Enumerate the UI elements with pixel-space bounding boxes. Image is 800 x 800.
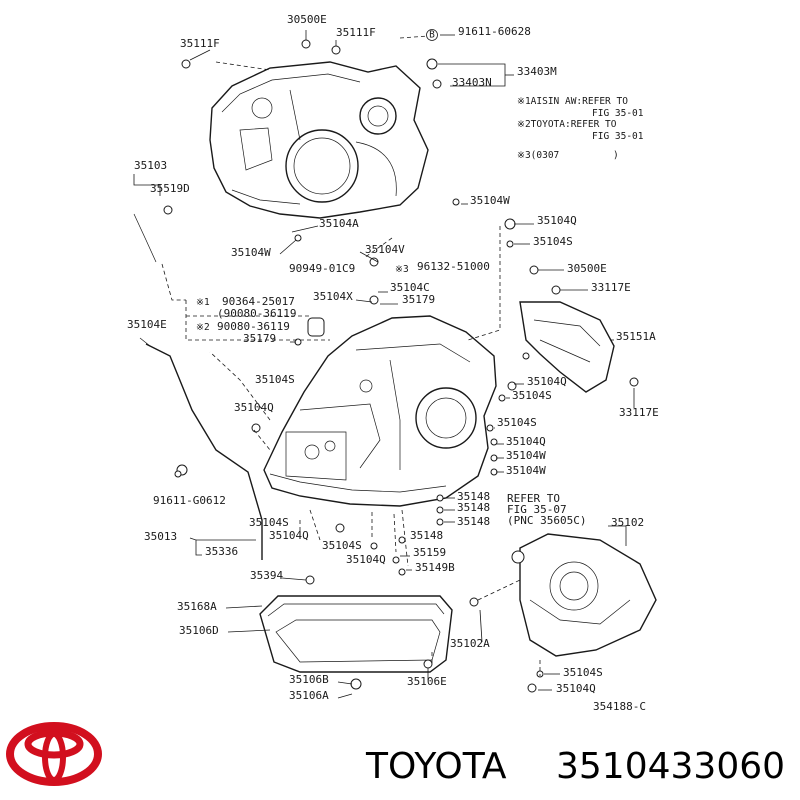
- callout-35104S_d: 35104S: [497, 416, 537, 429]
- callout-35104S_g: 35104S: [563, 666, 603, 679]
- note-n1a: ※1AISIN AW:REFER TO: [517, 96, 628, 107]
- note-n3: ※3(0307: [517, 150, 559, 161]
- callout-35148_d: 35148: [410, 529, 443, 542]
- callout-35104Q_f: 35104Q: [346, 553, 386, 566]
- callout-90080_a: (90080-36119: [217, 307, 296, 320]
- callout-35148_c: 35148: [457, 515, 490, 528]
- note-n1b: FIG 35-01: [592, 108, 644, 119]
- dipstick-tube: [133, 213, 263, 560]
- callout-90364: 90364-25017: [222, 295, 295, 308]
- callout-35104S_f: 35104S: [322, 539, 362, 552]
- callout-35159: 35159: [413, 546, 446, 559]
- callout-35111F_b: 35111F: [336, 26, 376, 39]
- fasteners: [163, 39, 639, 693]
- callout-35168A: 35168A: [177, 600, 217, 613]
- callout-35104E: 35104E: [127, 318, 167, 331]
- callout-35104Q_b: 35104Q: [527, 375, 567, 388]
- callout-35104Q_d: 35104Q: [506, 435, 546, 448]
- callout-35111F_a: 35111F: [180, 37, 220, 50]
- callout-35104W_c: 35104W: [506, 449, 546, 462]
- callout-35148_b: 35148: [457, 501, 490, 514]
- callout-35104V: 35104V: [365, 243, 405, 256]
- callout-35336: 35336: [205, 545, 238, 558]
- callout-35102A: 35102A: [450, 637, 490, 650]
- part-number-callouts: 35111F 30500E 35111F 91611-60628 33403M 33403…: [127, 13, 659, 713]
- callout-90949: 90949-01C9: [289, 262, 355, 275]
- part-number: 3510433060: [556, 746, 785, 787]
- note-n2b: FIG 35-01: [592, 131, 644, 142]
- note-markers: B ※1 ※2 ※3: [196, 30, 435, 334]
- toyota-logo-icon: [6, 722, 102, 786]
- callout-refer3: REFER TO: [507, 492, 560, 505]
- marker-b_marker: B: [429, 30, 435, 41]
- callout-35013: 35013: [144, 530, 177, 543]
- callout-pnc: (PNC 35605C): [507, 514, 586, 527]
- callout-35106B: 35106B: [289, 673, 329, 686]
- transaxle-case: [263, 315, 497, 507]
- callout-fig3: FIG 35-07: [507, 503, 567, 516]
- callout-35104W_d: 35104W: [506, 464, 546, 477]
- note-n3end: ): [613, 150, 619, 161]
- callout-35104X: 35104X: [313, 290, 353, 303]
- callout-33117E_a: 33117E: [591, 281, 631, 294]
- callout-35102: 35102: [611, 516, 644, 529]
- callout-90080_b: 90080-36119: [217, 320, 290, 333]
- callout-35149B: 35149B: [415, 561, 455, 574]
- marker-m3: ※3: [395, 264, 409, 275]
- callout-30500E_a: 30500E: [287, 13, 327, 26]
- brand-name: TOYOTA: [365, 746, 507, 787]
- callout-35104S_a: 35104S: [533, 235, 573, 248]
- callout-35394: 35394: [250, 569, 283, 582]
- marker-m1: ※1: [196, 297, 210, 308]
- callout-33117E_b: 33117E: [619, 406, 659, 419]
- callout-35104A: 35104A: [319, 217, 359, 230]
- callout-35104W_a: 35104W: [470, 194, 510, 207]
- callout-35106E: 35106E: [407, 675, 447, 688]
- marker-m2: ※2: [196, 322, 210, 333]
- heat-shield: [519, 301, 615, 393]
- callout-96132: 96132-51000: [417, 260, 490, 273]
- leader-lines: [133, 30, 635, 699]
- callout-35104S_e: 35104S: [249, 516, 289, 529]
- callout-33403N: 33403N: [452, 76, 492, 89]
- callout-35106D: 35106D: [179, 624, 219, 637]
- callout-figcode: 354188-C: [593, 700, 646, 713]
- callout-30500E_b: 30500E: [567, 262, 607, 275]
- callout-35148_a: 35148: [457, 490, 490, 503]
- callout-35104C: 35104C: [390, 281, 430, 294]
- callout-35104Q_a: 35104Q: [537, 214, 577, 227]
- callout-91611_G0612: 91611-G0612: [153, 494, 226, 507]
- callout-33403M: 33403M: [517, 65, 557, 78]
- callout-35179_b: 35179: [243, 332, 276, 345]
- extension-housing: [511, 533, 657, 657]
- b-marker-circle: [426, 29, 438, 41]
- note-n2a: ※2TOYOTA:REFER TO: [517, 119, 617, 130]
- callout-35104Q_g: 35104Q: [556, 682, 596, 695]
- callout-35104S_c: 35104S: [512, 389, 552, 402]
- callout-35106A: 35106A: [289, 689, 329, 702]
- callout-91611_60628: 91611-60628: [458, 25, 531, 38]
- callout-35151A: 35151A: [616, 330, 656, 343]
- dashed-reference-lines: [161, 35, 541, 676]
- callout-35103: 35103: [134, 159, 167, 172]
- converter-housing: [209, 61, 429, 219]
- callout-35104Q_e: 35104Q: [269, 529, 309, 542]
- callout-35104W_b: 35104W: [231, 246, 271, 259]
- callout-35519D: 35519D: [150, 182, 190, 195]
- callout-35104Q_c: 35104Q: [234, 401, 274, 414]
- callout-35104S_b: 35104S: [255, 373, 295, 386]
- callout-35179_a: 35179: [402, 293, 435, 306]
